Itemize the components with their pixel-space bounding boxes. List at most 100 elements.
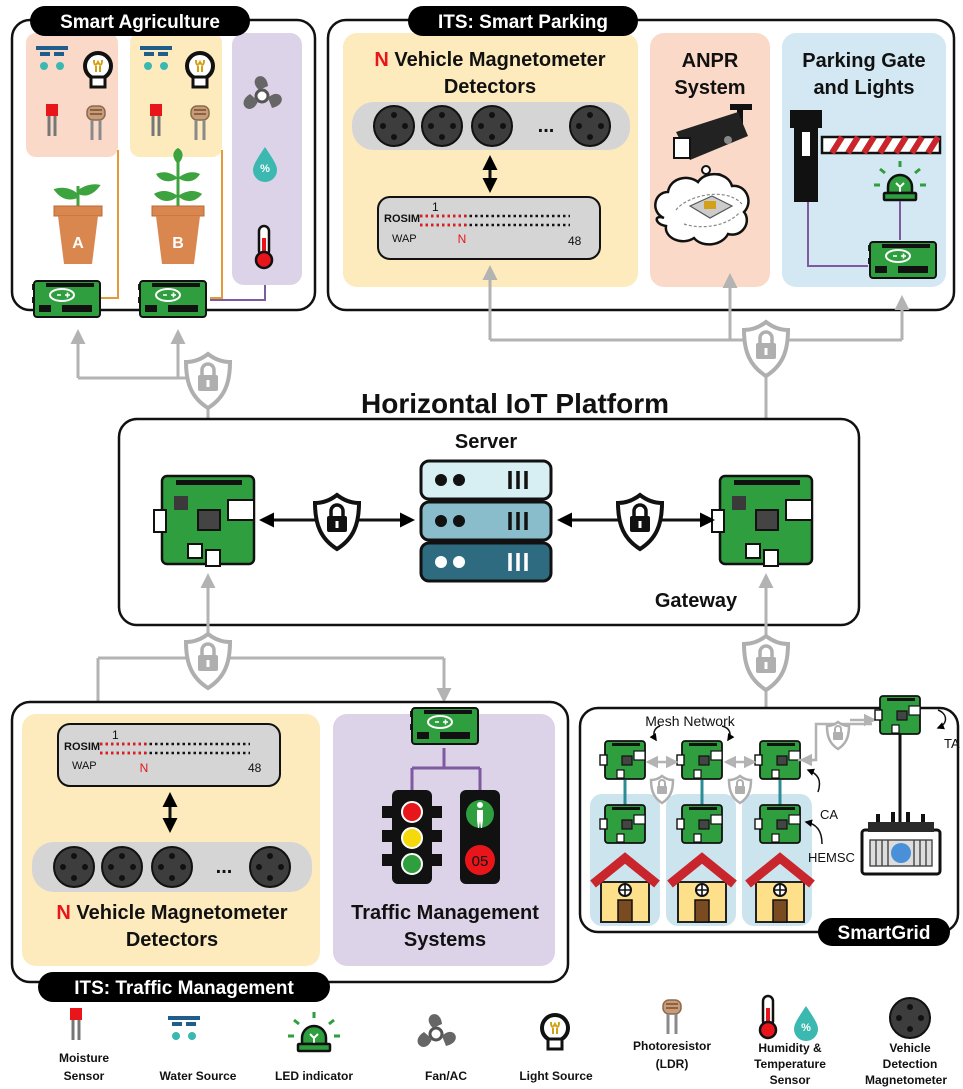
legend-item-magnetometer: Vehicle Detection Magnetometer [865,997,947,1087]
legend-item-humidity-temperature: % Humidity & Temperature Sensor [754,994,826,1087]
svg-text:Moisture: Moisture [59,1051,109,1065]
section-tag-agriculture [30,6,250,36]
arduino-board-traffic [409,707,479,745]
svg-text:Water Source: Water Source [160,1069,237,1083]
legend-item-led: LED indicator [275,1010,353,1083]
svg-text:%: % [801,1022,811,1034]
platform-title: Horizontal IoT Platform [361,388,669,419]
traffic-management-systems-line1: Traffic Management [351,902,539,924]
legend-item-moisture: Moisture Sensor [59,1006,109,1083]
svg-text:Vehicle: Vehicle [889,1041,931,1055]
magnetometer-icon [249,846,291,888]
smart-parking-title: ITS: Smart Parking [438,12,608,33]
fan-icon [416,1012,458,1049]
parking-detectors-title-line2: Detectors [444,76,536,98]
edge-board-left [152,474,256,568]
magnetometer-icon [569,105,611,147]
traffic-detectors-title-line1: N Vehicle Magnetometer [56,902,287,924]
horizontal-iot-platform: Horizontal IoT Platform Server Gateway [117,388,861,627]
parking-gate-title-line1: Parking Gate [802,50,925,72]
magnetometer-icon [151,846,193,888]
led-indicator-icon [286,1010,342,1053]
traffic-management-section: ROSIM WAP 1 N 48 ... N Vehicle Magnetome… [10,700,570,1002]
parking-gate-icon [790,110,942,202]
magnetometer-icon [471,105,513,147]
smartgrid-section: Mesh Network [578,695,960,946]
pedestrian-timer: 05 [472,853,489,870]
gateway-label: Gateway [655,590,738,612]
hemsc-board [676,804,723,844]
mesh-node-board [754,740,801,780]
smart-agriculture-section: % A B Smart Agriculture [10,6,317,318]
smart-agriculture-title: Smart Agriculture [60,12,220,33]
magnetometer-icon [889,997,931,1039]
legend-item-ldr: Photoresistor (LDR) [633,998,711,1071]
section-tag-parking [408,6,638,36]
legend-item-fan: Fan/AC [416,1012,467,1083]
smart-parking-section: N Vehicle Magnetometer Detectors ... ROS… [326,6,956,312]
traffic-management-title: ITS: Traffic Management [74,978,294,999]
arduino-board-a [31,280,101,318]
water-source-icon [166,1016,202,1042]
arduino-board-parking [867,241,937,279]
ca-label: CA [820,807,838,822]
parking-n-label: N [458,232,467,246]
parking-rosim-label: ROSIM [384,213,420,225]
security-shield-icon [742,634,790,692]
ta-board [874,695,921,735]
parking-48-label: 48 [568,234,582,248]
parking-detectors-title-line1: N Vehicle Magnetometer [374,49,605,71]
anpr-title-line1: ANPR [682,50,739,72]
svg-text:Fan/AC: Fan/AC [425,1069,467,1083]
traffic-management-systems-line2: Systems [404,929,486,951]
mesh-network-label: Mesh Network [645,713,735,729]
magnetometer-icon [53,846,95,888]
svg-text:Sensor: Sensor [64,1069,105,1083]
plant-pot-a: A [53,184,103,264]
svg-text:Photoresistor: Photoresistor [633,1039,711,1053]
legend-item-light: Light Source [519,1013,593,1083]
agri-sensor-panel-a [26,33,118,157]
svg-text:Detection: Detection [883,1057,938,1071]
traffic-rosim-wap-unit [57,723,281,787]
light-source-icon [540,1013,570,1051]
svg-text:Humidity &: Humidity & [758,1041,822,1055]
svg-text:Sensor: Sensor [770,1073,811,1087]
plant-pot-b: B [151,148,205,264]
thermometer-icon [758,994,778,1040]
hemsc-label: HEMSC [808,850,855,865]
svg-text:Temperature: Temperature [754,1057,826,1071]
anpr-title-line2: System [674,77,745,99]
traffic-48-label: 48 [248,761,262,775]
section-tag-smartgrid [818,918,950,946]
photoresistor-icon [661,998,683,1036]
svg-text:LED indicator: LED indicator [275,1069,353,1083]
parking-wap-label: WAP [392,233,417,245]
anpr-processor-cloud-icon [654,165,750,246]
humidity-symbol: % [260,163,270,175]
server-label: Server [455,431,517,453]
server-icon [419,459,553,583]
svg-text:Light Source: Light Source [519,1069,593,1083]
traffic-detectors-title-line2: Detectors [126,929,218,951]
thermometer-icon [254,224,274,270]
security-shield-icon [742,320,790,378]
mesh-node-board [676,740,723,780]
svg-text:(LDR): (LDR) [656,1057,689,1071]
gateway-board [710,474,814,568]
moisture-sensor-icon [68,1006,84,1042]
ta-label: TA [944,736,960,751]
magnetometer-icon [101,846,143,888]
mesh-node-board [599,740,646,780]
arduino-board-b [137,280,207,318]
legend: Moisture Sensor Water Source LED indicat… [59,994,947,1087]
traffic-rosim-label: ROSIM [64,741,100,753]
magnetometer-icon [421,105,463,147]
traffic-light-icon [382,790,442,884]
magnetometer-icon [373,105,415,147]
smartgrid-title: SmartGrid [838,923,931,944]
pot-a-label: A [72,235,84,252]
section-tag-traffic [38,972,330,1002]
hemsc-board [754,804,801,844]
